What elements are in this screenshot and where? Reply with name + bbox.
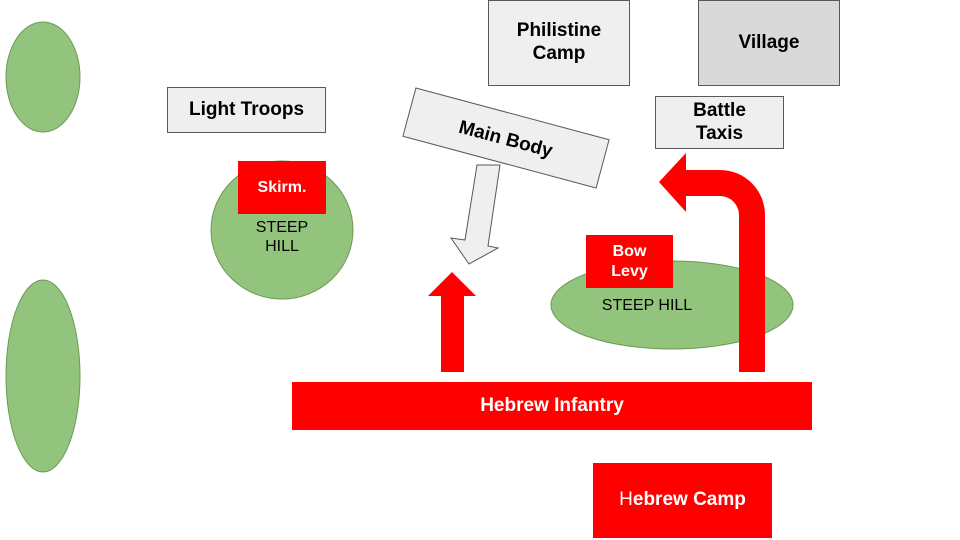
hebrew-camp: Hebrew Camp <box>593 463 772 538</box>
philistine-camp-label: Philistine Camp <box>516 20 602 64</box>
hebrew-camp-label-first: H <box>619 489 633 511</box>
steep-hill-right-label-box: STEEP HILL <box>572 294 722 318</box>
bow-levy-unit: Bow Levy <box>586 235 673 288</box>
hebrew-camp-label-rest: ebrew Camp <box>632 489 746 511</box>
main-body-advance-arrow <box>449 164 501 265</box>
infantry-advance-arrow <box>428 272 476 372</box>
skirmishers-label: Skirm. <box>257 178 307 196</box>
hill-far-left-bottom <box>5 279 81 473</box>
battle-taxis-label: Battle Taxis <box>693 99 746 144</box>
village: Village <box>698 0 840 86</box>
bow-levy-label: Bow Levy <box>611 243 648 280</box>
steep-hill-left-label-box: STEEP HILL <box>232 214 332 260</box>
hebrew-infantry-unit: Hebrew Infantry <box>292 382 812 430</box>
hill-far-left-top <box>5 21 81 133</box>
philistine-camp: Philistine Camp <box>488 0 630 86</box>
light-troops-unit: Light Troops <box>167 87 326 133</box>
hebrew-infantry-label: Hebrew Infantry <box>480 394 624 416</box>
battle-taxis-unit: Battle Taxis <box>655 96 784 149</box>
hebrew-camp-label: Hebrew Camp <box>619 489 746 512</box>
skirmishers-unit: Skirm. <box>238 161 326 214</box>
steep-hill-right-label: STEEP HILL <box>601 297 693 315</box>
steep-hill-left-label: STEEP HILL <box>255 218 309 255</box>
village-label: Village <box>738 31 800 53</box>
light-troops-label: Light Troops <box>188 98 305 120</box>
flank-attack-arrow <box>659 153 765 372</box>
main-body-unit: Main Body <box>402 87 610 189</box>
